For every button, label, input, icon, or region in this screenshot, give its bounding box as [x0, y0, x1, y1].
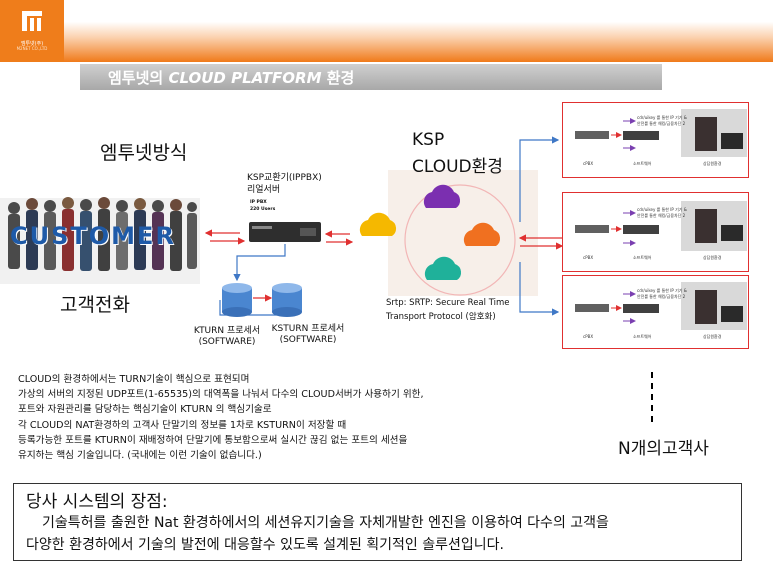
cloud-orange-icon: [463, 222, 501, 246]
customer-site-panel: cdr/uikey 를 통한 IP 기기 & 안전를 통한 해킹/금융차단 2 …: [562, 275, 749, 349]
description-line: 등록가능한 포트를 KTURN이 재배정하여 단말기에 통보함으로써 실시간 끊…: [18, 434, 408, 446]
description-line: 가상의 서버의 지정된 UDP포트(1-65535)의 대역폭을 나눠서 다수의…: [18, 389, 424, 401]
logo-subtext: M2NET CO.,LTD: [16, 46, 48, 51]
ksturn-caption-2: (SOFTWARE): [279, 335, 337, 345]
n-customers-label: N개의고객사: [618, 439, 709, 459]
logo-text: 엠투넷(주): [20, 41, 44, 47]
ippbx-label-1: IP PBX: [250, 200, 267, 205]
ksp-exchange-label-2: 리얼서버: [247, 185, 281, 195]
kturn-caption-2: (SOFTWARE): [198, 337, 256, 347]
ippbx-label-2: 220 Users: [250, 207, 276, 212]
ksturn-caption-1: KSTURN 프로세서: [271, 324, 345, 334]
srtp-label-2: Transport Protocol (암호화): [386, 312, 496, 322]
logo-mark-icon: [22, 11, 42, 31]
title-bar: 엠투넷의 CLOUD PLATFORM 환경: [80, 64, 662, 90]
description-line: CLOUD의 환경하에서는 TURN기술이 핵심으로 표현되며: [18, 374, 250, 385]
panel-label-agent: 상담원환경: [703, 334, 722, 339]
company-logo: 엠투넷(주) M2NET CO.,LTD: [0, 0, 64, 62]
page-title: 엠투넷의 CLOUD PLATFORM 환경: [108, 67, 354, 88]
description-line: 각 CLOUD의 NAT환경하의 고객사 단말기의 정보를 1차로 KSTURN…: [18, 419, 347, 431]
customer-banner: CUSTOMER: [10, 222, 176, 250]
m2net-method-label: 엠투넷방식: [100, 142, 188, 164]
kturn-caption: KTURN 프로세서(SOFTWARE): [184, 326, 270, 348]
panel-label-cpbx: cPBX: [583, 255, 594, 260]
panel-note-2: 안전를 통한 해킹/금융차단 2: [637, 294, 686, 299]
panel-label-software: 소프트웨어: [633, 334, 652, 339]
panel-note-1: cdr/uikey 를 통한 IP 기기 &: [637, 207, 687, 212]
ksp-cloud-label-1: KSP: [412, 130, 445, 150]
cloud-purple-icon: [423, 184, 461, 208]
description-text: CLOUD의 환경하에서는 TURN기술이 핵심으로 표현되며 가상의 서버의 …: [18, 372, 424, 463]
description-line: 유지하는 핵심 기술입니다. (국내에는 이런 기술이 없습니다.): [18, 450, 262, 462]
ksp-cloud-label-2: CLOUD환경: [412, 157, 503, 177]
customer-site-panel: cdr/uikey 를 통한 IP 기기 & 안전를 통한 해킹/금융차단 2 …: [562, 192, 749, 272]
advantages-line-2: 다양한 환경하에서 기술의 발전에 대응할수 있도록 설계된 획기적인 솔루션입…: [26, 537, 504, 553]
ksturn-database: [272, 283, 302, 317]
panel-label-cpbx: cPBX: [583, 161, 594, 166]
panel-note-2: 안전를 통한 해킹/금융차단 2: [637, 213, 686, 218]
title-prefix: 엠투넷의: [108, 69, 169, 87]
panel-note-2: 안전를 통한 해킹/금융차단 2: [637, 121, 686, 126]
kturn-caption-1: KTURN 프로세서: [193, 326, 261, 336]
panel-label-cpbx: cPBX: [583, 334, 594, 339]
panel-label-agent: 상담원환경: [703, 161, 722, 166]
panel-label-software: 소프트웨어: [633, 255, 652, 260]
description-line: 포트와 자원관리를 담당하는 핵심기술이 KTURN 의 핵심기술로: [18, 404, 272, 416]
header-banner: [0, 0, 773, 62]
panel-label-agent: 상담원환경: [703, 255, 722, 260]
advantages-box: 당사 시스템의 장점: 기술특허를 출원한 Nat 환경하에서의 세션유지기술을…: [13, 483, 742, 561]
panel-label-software: 소프트웨어: [633, 161, 652, 166]
cloud-yellow-icon: [359, 212, 397, 236]
panel-note-1: cdr/uikey 를 통한 IP 기기 &: [637, 115, 687, 120]
customer-crowd: [0, 197, 200, 284]
advantages-line-1: 기술특허를 출원한 Nat 환경하에서의 세션유지기술을 자체개발한 엔진을 이…: [42, 515, 609, 531]
ksp-exchange-label-1: KSP교환기(IPPBX): [247, 173, 322, 183]
customer-call-label: 고객전화: [60, 294, 130, 316]
title-suffix: 환경: [321, 69, 355, 87]
ksp-cloud-environment: [388, 170, 538, 296]
customer-site-panel: cdr/uikey 를 통한 IP 기기 & 안전를 통한 해킹/금융차단 2 …: [562, 102, 749, 178]
srtp-label-1: Srtp: SRTP: Secure Real Time: [386, 298, 510, 308]
advantages-heading: 당사 시스템의 장점:: [26, 492, 168, 512]
cloud-teal-icon: [424, 256, 462, 280]
ippbx-server: [249, 222, 321, 242]
title-emphasis: CLOUD PLATFORM: [168, 69, 322, 87]
panel-note-1: cdr/uikey 를 통한 IP 기기 &: [637, 288, 687, 293]
ksturn-caption: KSTURN 프로세서(SOFTWARE): [264, 324, 352, 346]
kturn-database: [222, 283, 252, 317]
